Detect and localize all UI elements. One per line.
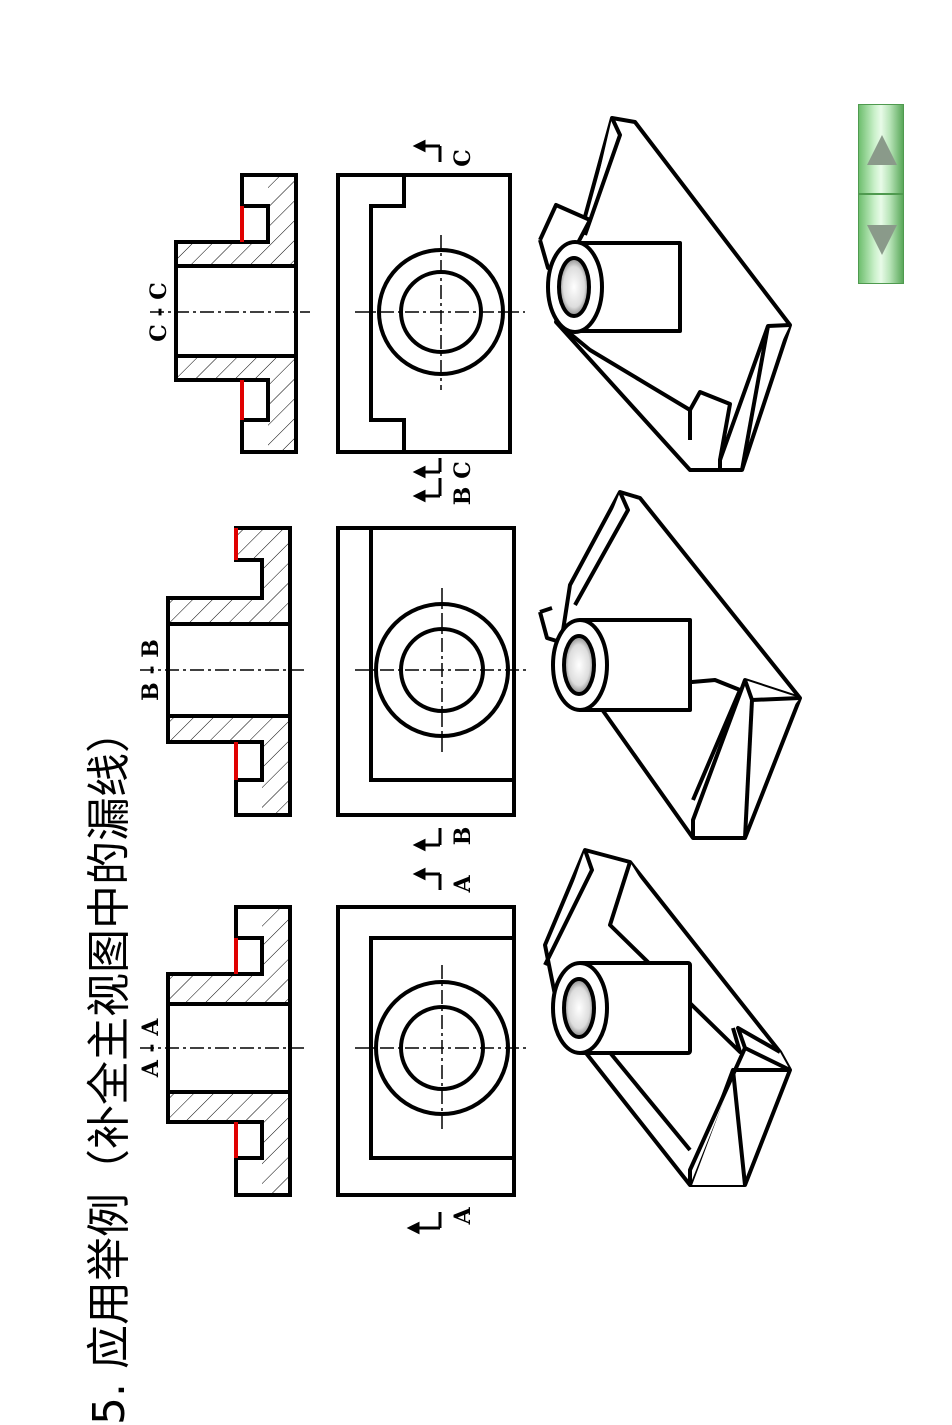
slide: 5. 应用举例（补全主视图中的漏线） bbox=[84, 104, 904, 1425]
cut-letter-b-right: B bbox=[450, 487, 476, 506]
top-view-a-centerlines bbox=[355, 965, 530, 1132]
top-view-b-centerlines bbox=[355, 588, 530, 752]
isometric-view-a bbox=[543, 848, 792, 1187]
cut-letter-a-left: A bbox=[450, 1207, 476, 1226]
label-section-b: B - B bbox=[138, 639, 164, 701]
nav-up-button[interactable] bbox=[858, 104, 904, 194]
drawing-canvas: A - A B - B C - C bbox=[138, 116, 802, 1235]
top-view-c bbox=[336, 173, 512, 454]
cut-letter-c-right: C bbox=[450, 149, 476, 167]
section-view-c bbox=[174, 173, 298, 454]
triangle-up-icon bbox=[867, 135, 897, 165]
nav-down-button[interactable] bbox=[858, 194, 904, 284]
triangle-down-icon bbox=[867, 225, 897, 255]
cut-letter-c-left: C bbox=[450, 461, 476, 479]
label-section-a: A - A bbox=[138, 1018, 164, 1079]
top-view-a bbox=[336, 905, 516, 1197]
section-view-a bbox=[166, 905, 292, 1197]
cut-letter-a-right: A bbox=[450, 875, 476, 894]
label-section-c: C - C bbox=[146, 282, 172, 341]
top-view-b bbox=[336, 526, 516, 817]
isometric-view-c bbox=[538, 116, 792, 472]
section-view-b bbox=[166, 526, 292, 817]
cut-letter-b-left: B bbox=[450, 827, 476, 846]
isometric-view-b bbox=[538, 490, 802, 840]
cutting-plane-markers bbox=[406, 139, 442, 1235]
top-view-c-centerlines bbox=[355, 235, 525, 390]
